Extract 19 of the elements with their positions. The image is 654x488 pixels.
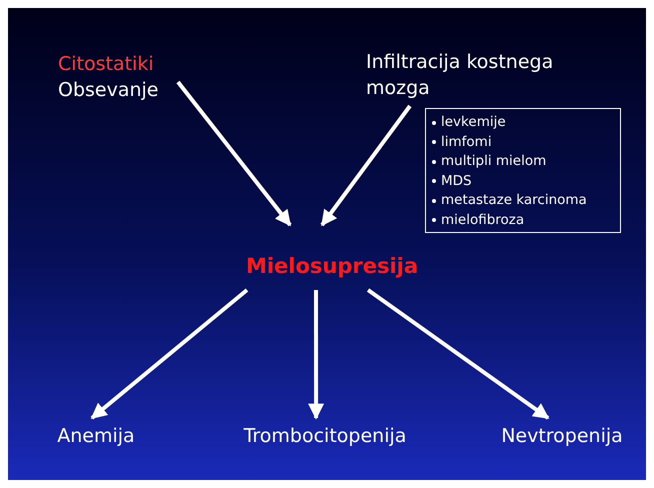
list-item: multipli mielom: [441, 152, 546, 171]
arrow: [308, 290, 324, 420]
central-label: Mielosupresija: [246, 254, 418, 278]
outcome-label: Anemija: [57, 425, 135, 447]
arrow: [90, 288, 248, 420]
list-item: levkemije: [441, 113, 506, 132]
outcome-label: Nevtropenija: [501, 425, 623, 447]
arrow: [176, 80, 292, 226]
list-item: limfomi: [441, 132, 492, 152]
cause-label: Obsevanje: [58, 78, 160, 103]
cause-label: Citostatiki: [58, 52, 155, 77]
list-box: [425, 108, 621, 233]
arrow: [366, 288, 550, 420]
cause-label: Infiltracija kostnega mozga: [366, 50, 554, 101]
list-item: MDS: [441, 172, 472, 190]
list-item: metastaze karcinoma: [441, 191, 587, 210]
outcome-label: Trombocitopenija: [244, 425, 406, 447]
list-item: mielofibroza: [441, 210, 524, 230]
arrow: [320, 104, 412, 226]
